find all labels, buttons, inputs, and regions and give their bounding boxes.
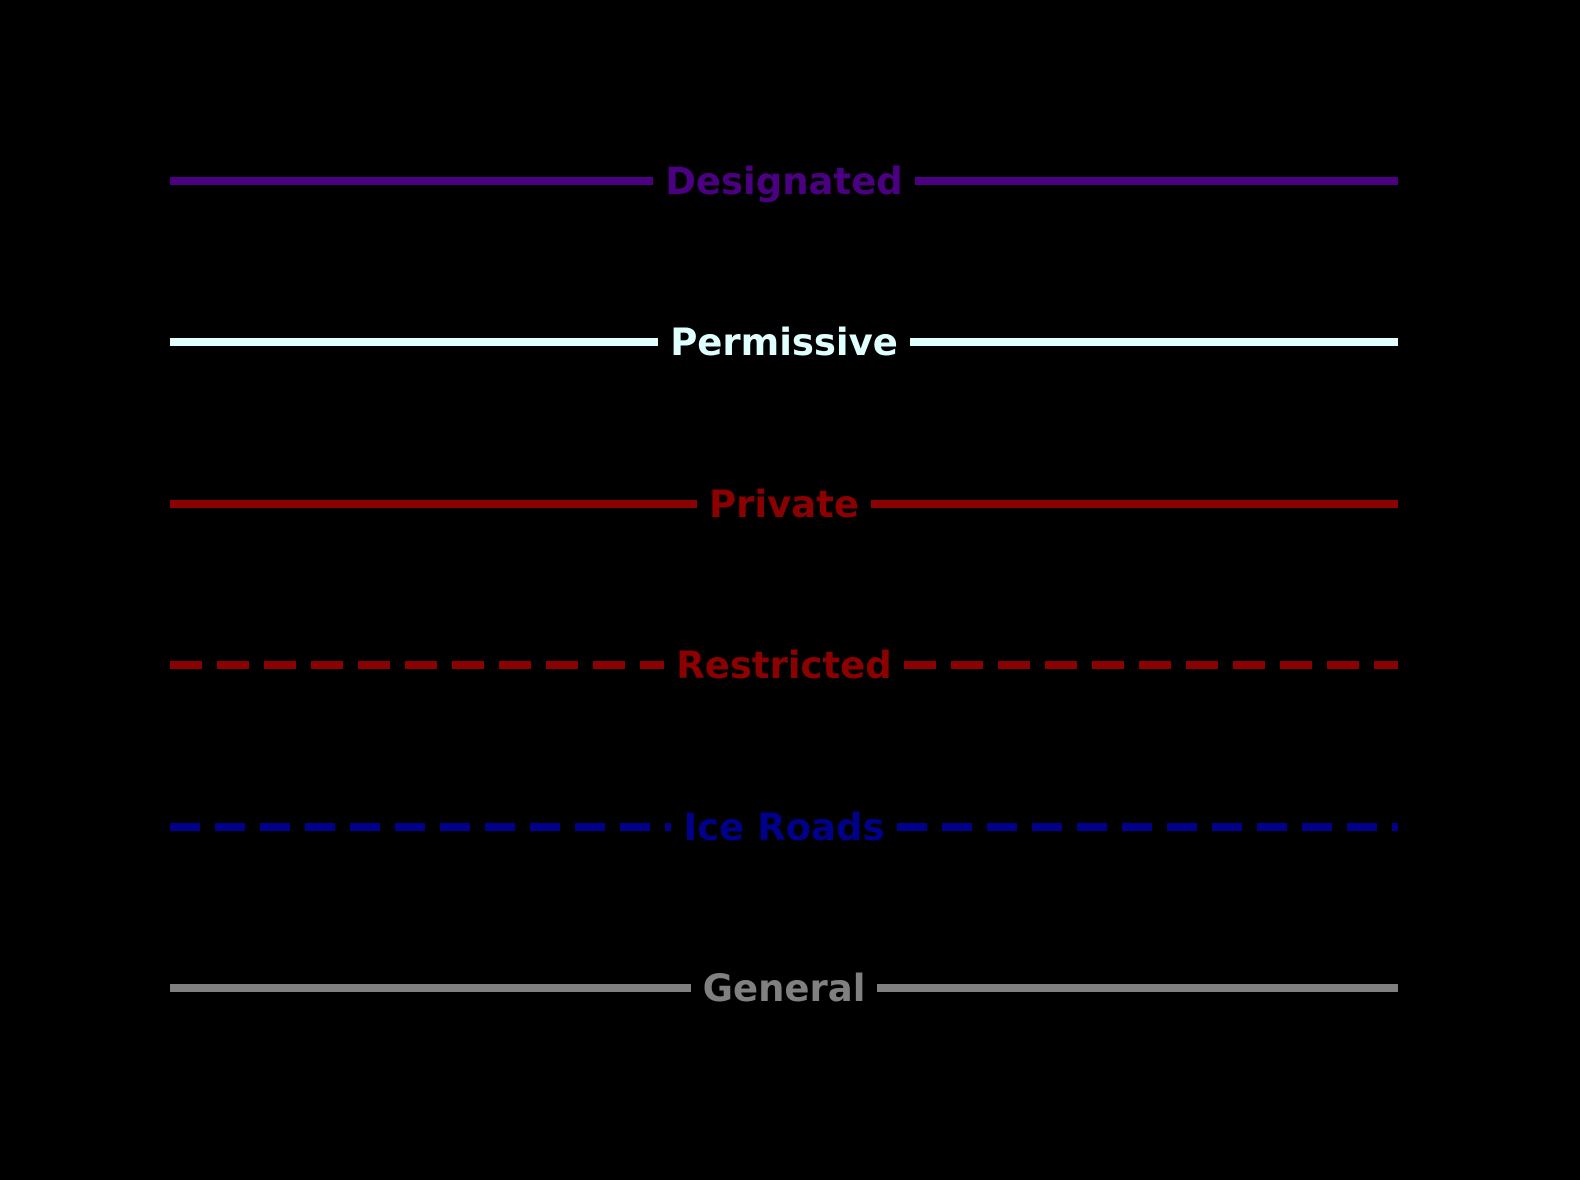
legend-row: Designated [170, 151, 1399, 211]
legend-label: Private [709, 482, 859, 526]
legend-label: Designated [665, 159, 903, 203]
legend-line-left [170, 500, 698, 508]
legend-label: General [702, 966, 866, 1010]
legend-line-right [909, 338, 1399, 346]
legend-row: Private [170, 474, 1399, 534]
legend-line-right [914, 177, 1399, 185]
legend-row: Permissive [170, 312, 1399, 372]
legend-line-left [170, 177, 654, 185]
legend-label: Permissive [670, 320, 898, 364]
legend-row: General [170, 958, 1399, 1018]
legend-line-left [170, 984, 691, 992]
legend-line-right [877, 984, 1399, 992]
legend-line-right [903, 661, 1398, 669]
legend-label: Restricted [676, 643, 892, 687]
legend-line-left [170, 338, 659, 346]
legend-label: Ice Roads [683, 805, 885, 849]
legend-line-right [870, 500, 1399, 508]
legend-line-right [896, 823, 1398, 831]
legend-line-left [170, 661, 665, 669]
legend-row: Ice Roads [170, 797, 1398, 857]
legend-line-left [170, 823, 672, 831]
legend-row: Restricted [170, 635, 1398, 695]
